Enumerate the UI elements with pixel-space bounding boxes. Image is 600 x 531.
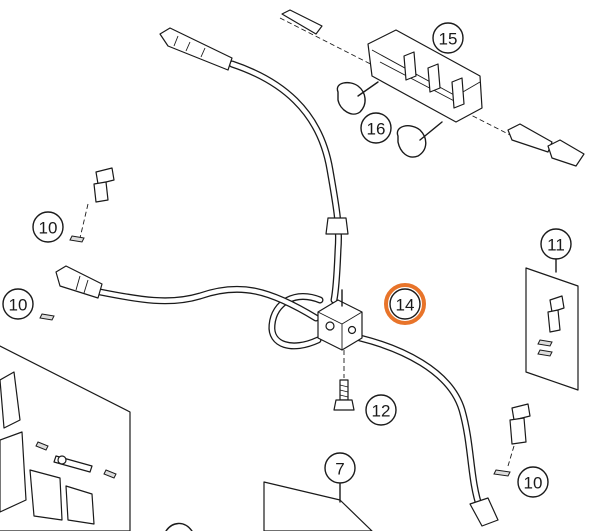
highlight-ring [384, 283, 426, 325]
callout-15-label: 15 [439, 30, 458, 49]
kit-card [525, 267, 579, 391]
callout-16-label: 16 [367, 120, 386, 139]
right-brake-line [356, 334, 499, 527]
left-brake-line [55, 265, 320, 322]
callout-12-label: 12 [372, 402, 391, 421]
bolt-right-lower [493, 403, 531, 477]
callout-16[interactable]: 16 [360, 112, 392, 144]
caliper-card [0, 345, 131, 531]
callout-7[interactable]: 7 [324, 452, 356, 484]
t-junction-block [317, 289, 363, 411]
clip-right [396, 121, 443, 158]
callout-7-label: 7 [335, 460, 344, 479]
holder-assembly [279, 9, 585, 167]
callout-10-right-label: 10 [524, 474, 543, 493]
callout-14-label: 14 [396, 296, 415, 315]
clip-left [336, 81, 379, 115]
callout-11[interactable]: 11 [540, 228, 572, 273]
bolt-left-upper [69, 167, 115, 243]
callout-10-lower-left-label: 10 [9, 296, 28, 315]
callout-10-lower-left[interactable]: 10 [2, 288, 34, 320]
callout-10-upper-left-label: 10 [39, 219, 58, 238]
callout-10-upper-left[interactable]: 10 [32, 211, 64, 243]
callout-10-right[interactable]: 10 [517, 466, 549, 498]
bolt-left-lower [39, 313, 55, 321]
upper-brake-line [159, 27, 349, 304]
card-7 [165, 481, 373, 531]
callout-11-label: 11 [547, 236, 565, 255]
callout-15[interactable]: 15 [432, 22, 464, 54]
callout-12[interactable]: 12 [365, 394, 397, 426]
loop-line [268, 292, 324, 350]
callout-14[interactable]: 14 [384, 283, 426, 325]
